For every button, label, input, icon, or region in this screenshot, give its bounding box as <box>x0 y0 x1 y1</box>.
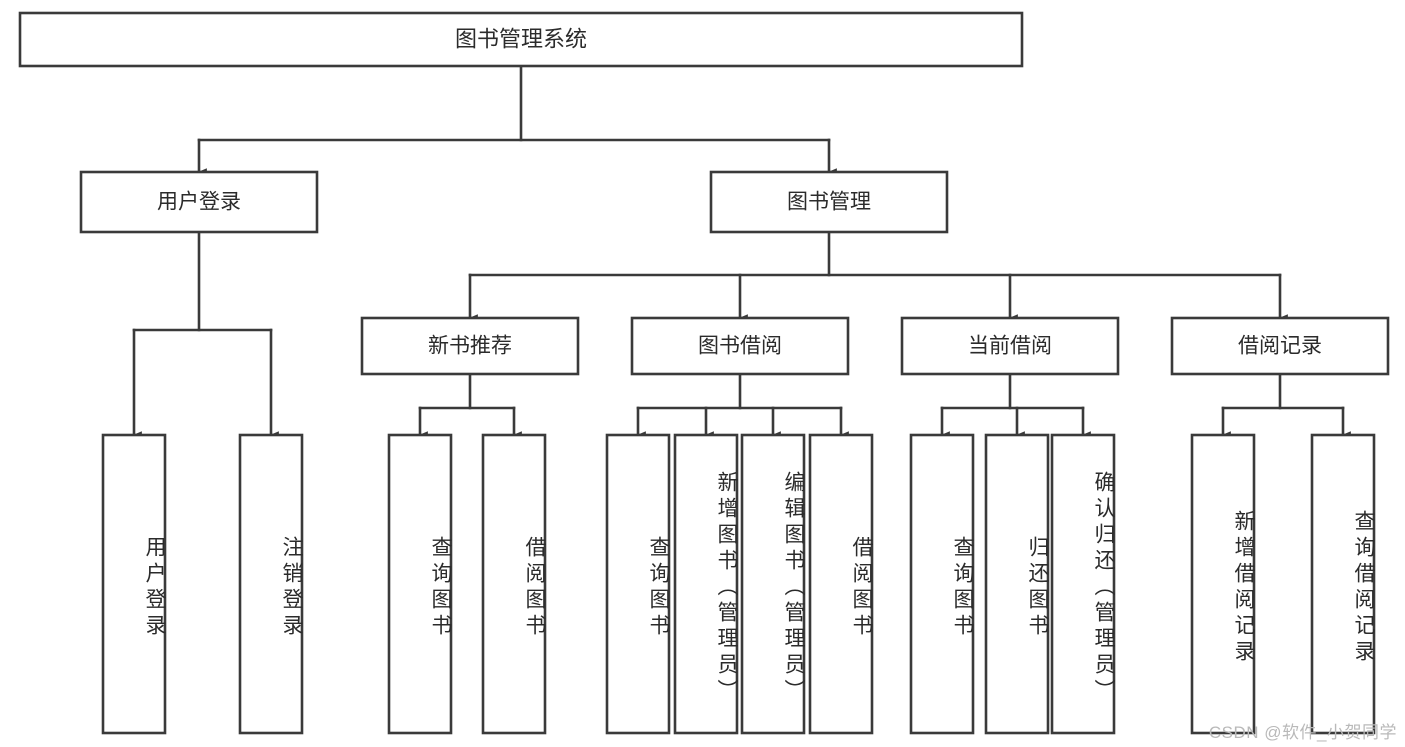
node-level3-0[interactable] <box>360 316 580 376</box>
leaf-box-7[interactable] <box>808 433 874 735</box>
node-level3-2-label: 当前借阅 <box>968 335 1052 358</box>
node-level3-0-label: 新书推荐 <box>428 335 512 358</box>
connector-layer <box>132 64 1351 439</box>
watermark: CSDN @软件_小贺同学 <box>1208 723 1397 742</box>
node-level2-1-label: 图书管理 <box>787 191 871 214</box>
leaf-box-0[interactable] <box>101 433 167 735</box>
node-level2-0[interactable] <box>79 170 319 234</box>
leaf-box-11[interactable] <box>1190 433 1256 735</box>
leaf-box-3[interactable] <box>481 433 547 735</box>
leaf-box-8[interactable] <box>909 433 975 735</box>
leaf-box-6[interactable] <box>740 433 806 735</box>
leaf-box-9[interactable] <box>984 433 1050 735</box>
node-level3-3[interactable] <box>1170 316 1390 376</box>
node-level3-2[interactable] <box>900 316 1120 376</box>
leaf-box-2[interactable] <box>387 433 453 735</box>
node-root[interactable] <box>18 11 1024 68</box>
node-root-label: 图书管理系统 <box>455 26 587 51</box>
node-level3-1-label: 图书借阅 <box>698 335 782 358</box>
leaf-box-5[interactable] <box>673 433 739 735</box>
leaf-box-1[interactable] <box>238 433 304 735</box>
node-level3-3-label: 借阅记录 <box>1238 335 1322 358</box>
leaf-box-12[interactable] <box>1310 433 1376 735</box>
node-level2-0-label: 用户登录 <box>157 191 241 214</box>
leaf-box-4[interactable] <box>605 433 671 735</box>
node-level2-1[interactable] <box>709 170 949 234</box>
node-level3-1[interactable] <box>630 316 850 376</box>
leaf-box-10[interactable] <box>1050 433 1116 735</box>
